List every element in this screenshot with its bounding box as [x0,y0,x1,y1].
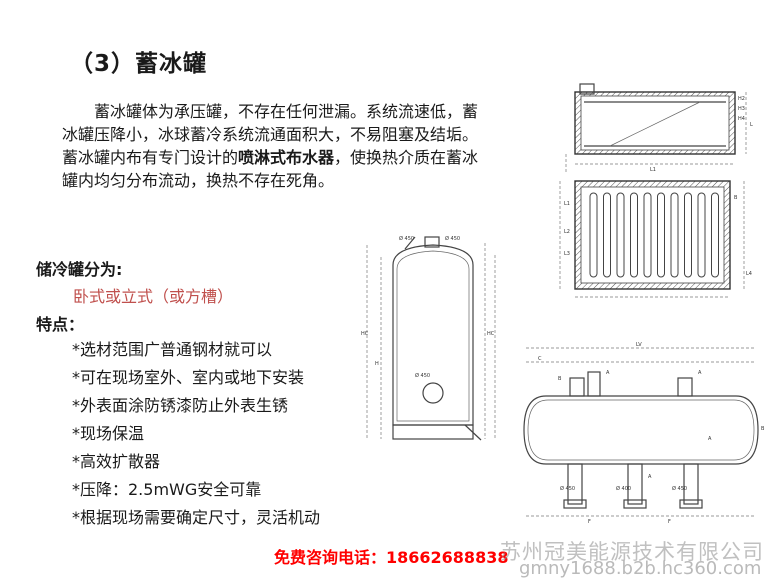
square-tank-plan-drawing: B L1 L2 L3 L4 [559,180,752,298]
page-title: （3）蓄冰罐 [70,51,208,77]
feature-item: *现场保温 [72,424,145,443]
dim-label: L1 [650,167,656,173]
feature-item: *外表面涂防锈漆防止外表生锈 [72,396,289,415]
coil-tube [657,192,665,278]
features-list: *选材范围广普通钢材就可以 *可在现场室外、室内或地下安装 *外表面涂防锈漆防止… [72,336,320,532]
vertical-tank-inner [396,250,470,422]
dim-label: LV [636,342,642,348]
watermark-url: gmny1688.b2b.hc360.com [519,558,762,579]
leg-foot [563,499,587,509]
dim-label: L4 [746,271,752,277]
dim-label: F [588,519,591,525]
dim-label: H3 [738,106,745,112]
dim-label: Ø 450 [399,235,414,242]
dim-label: HC [487,331,495,337]
leg-foot [679,499,703,509]
square-tank-section-drawing: H2 H3 H4 L1 L [565,83,753,173]
dim-label: A [606,370,610,376]
dim-label: Ø 450 [672,485,687,492]
tank-nozzle [569,377,585,397]
tank-nozzle [587,371,601,397]
feature-item: *压降：2.5mWG安全可靠 [72,480,262,499]
manhole [422,382,444,404]
dim-label: A [698,370,702,376]
dim-label: F [668,519,671,525]
horizontal-tank-inner [527,399,755,461]
coil-tube [616,192,625,278]
dim-label: A [708,436,712,442]
vertical-tank-drawing: Ø 450 Ø 450 HC HC H Ø 450 [361,235,496,441]
support-leg [567,463,583,505]
coil-tube [643,192,652,278]
dim-label: Ø 400 [616,485,631,492]
coil-bundle [589,192,719,278]
storage-types: 卧式或立式（或方槽） [73,287,234,306]
feature-item: *可在现场室外、室内或地下安装 [72,368,305,387]
storage-heading: 储冷罐分为: [36,260,123,279]
tank-nozzle [677,377,693,397]
vent-pipe [404,236,416,250]
dim-label: L1 [564,201,570,207]
dim-label: H2 [738,96,745,102]
intro-paragraph: 蓄冰罐体为承压罐，不存在任何泄漏。系统流速低，蓄冰罐压降小，冰球蓄冷系统流通面积… [62,100,482,192]
features-heading: 特点： [36,315,85,334]
dim-label: H4 [738,116,745,122]
support-leg [683,463,699,505]
coil-tube [697,192,706,278]
dim-label: B [734,195,738,201]
inner-diagonal [609,101,701,147]
top-nozzle [424,236,440,248]
intro-text: 蓄冰罐体为承压罐，不存在任何泄漏。系统流速低，蓄冰罐压降小，冰球蓄冷系统流通面积… [62,102,479,167]
dim-label: B [761,426,765,432]
dim-label: C [538,356,542,362]
tank-base [392,424,474,440]
vertical-tank-body [392,244,474,426]
dim-label: L2 [564,229,570,235]
contact-phone: 免费咨询电话：18662688838 [274,548,509,567]
dim-label: Ø 450 [415,372,430,379]
drain-pipe [464,424,482,441]
coil-tube [589,192,598,278]
feature-item: *选材范围广普通钢材就可以 [72,340,273,359]
dim-label: HC [361,331,369,337]
dim-label: A [648,474,652,480]
intro-bold-text: 喷淋式布水器 [238,148,335,167]
dim-label: Ø 450 [445,235,460,242]
support-leg [627,463,643,505]
horizontal-tank-drawing: LV C A B A Ø 450 Ø 400 Ø 450 A A F F B [523,342,765,525]
dim-label: L3 [564,251,570,257]
feature-item: *高效扩散器 [72,452,161,471]
square-tank-cavity [580,95,730,151]
horizontal-tank-body [523,395,759,465]
inlet-nozzle [579,83,595,95]
dim-label: B [558,376,562,382]
feature-item: *根据现场需要确定尺寸，灵活机动 [72,508,321,527]
dim-label: L [750,122,753,128]
coil-tube [684,192,692,278]
watermark-company: 苏州冠美能源技术有限公司 [500,540,764,564]
coil-tube [630,192,638,278]
intro-text-end: ，使换热介质在蓄冰罐内均匀分布流动，换热不存在死角。 [62,148,479,190]
dim-label: Ø 450 [560,485,575,492]
dim-label: H [375,361,379,367]
coil-tube [670,192,679,278]
coil-tube [603,192,611,278]
coil-tube [711,192,719,278]
leg-foot [623,499,647,509]
